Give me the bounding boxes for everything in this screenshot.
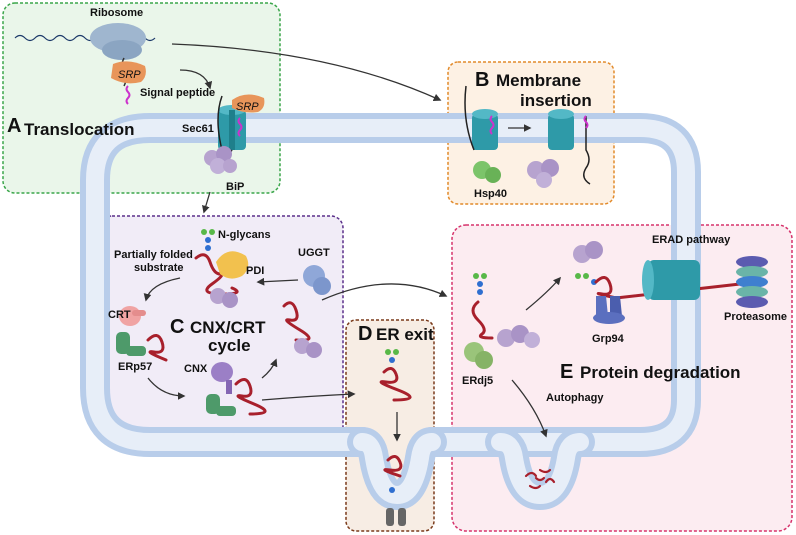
panel-d-title: ER exit <box>376 325 434 344</box>
arrow-uggt-to-substrate <box>256 277 299 286</box>
uggt-icon <box>303 265 331 295</box>
proteasome-label: Proteasome <box>724 311 787 323</box>
membrane-protein-channel-2-icon <box>548 109 574 150</box>
arrow-to-autophagy <box>511 379 548 438</box>
grp94-chaperone-icon <box>573 241 603 263</box>
membrane-insertion-signal-2 <box>583 115 589 129</box>
erdj5-icon <box>464 342 493 369</box>
srp-label-sec: SRP <box>236 101 259 113</box>
srp-icon <box>111 61 146 84</box>
misfolded-chain <box>471 300 494 340</box>
n-glycan-e-icon <box>473 273 487 295</box>
folded-chain <box>282 301 311 342</box>
erdj5-label: ERdj5 <box>462 375 493 387</box>
chaperone-c-icon <box>210 288 238 308</box>
panel-e-title: Protein degradation <box>580 363 741 382</box>
sec61-signal-peptide <box>237 117 243 137</box>
er-membrane <box>80 113 701 510</box>
arrow-ribosome-to-membrane-insertion <box>171 43 442 101</box>
grp94-label: Grp94 <box>592 333 625 345</box>
n-glycan-d-icon <box>385 349 399 363</box>
panel-a-letter: A <box>7 115 21 137</box>
cnx-label: CNX <box>184 363 208 375</box>
hsp40-icon <box>473 161 501 183</box>
arrow-bip-to-cnx-cycle <box>202 191 211 214</box>
chaperone-c2-icon <box>294 338 322 358</box>
erad-channel-icon <box>642 260 700 300</box>
grp94-icon <box>593 296 625 324</box>
pdi-label: PDI <box>246 265 264 277</box>
signal-peptide-label: Signal peptide <box>140 87 215 99</box>
substrate-chain-cnx <box>234 378 267 416</box>
n-glycans-label: N-glycans <box>218 229 271 241</box>
membrane-insertion-signal-1 <box>489 115 495 135</box>
crt-icon <box>119 306 146 326</box>
arrow-ribosome-to-sec61 <box>179 69 213 90</box>
arrow-to-erad <box>525 276 562 311</box>
arrow-cnx-to-folded <box>261 358 278 379</box>
membrane-insertion-chain-2 <box>583 116 591 185</box>
arrow-cycle-to-er-exit <box>261 390 356 401</box>
substrate-chain-crt <box>146 334 168 362</box>
bip-icon <box>204 146 237 174</box>
ribosome-icon <box>90 23 146 60</box>
arrow-erp57-to-cnx <box>147 377 186 400</box>
uggt-label: UGGT <box>298 247 330 259</box>
bip-label: BiP <box>226 181 244 193</box>
hsp40-label: Hsp40 <box>474 188 507 200</box>
cnx-icon <box>211 362 233 394</box>
signal-peptide-icon <box>125 85 131 105</box>
chaperone-b-icon <box>527 159 559 188</box>
proteasome-icon <box>736 256 768 308</box>
vesicle-cargo-chain <box>383 455 403 478</box>
erp57-cnx-icon <box>206 394 236 416</box>
panel-a-title: Translocation <box>24 120 135 139</box>
arrow-substrate-to-crt <box>143 277 181 302</box>
vesicle-icon <box>386 487 406 526</box>
arrow-cycle-to-erad <box>321 283 448 301</box>
sec61-label: Sec61 <box>182 123 214 135</box>
membrane-protein-channel-icon <box>472 109 498 150</box>
panel-e-letter: E <box>560 361 573 383</box>
chaperone-e-icon <box>497 325 540 348</box>
erp57-label: ERp57 <box>118 361 152 373</box>
panel-b-title-line2: insertion <box>520 91 592 110</box>
pdi-icon <box>216 251 249 279</box>
panel-a-box <box>2 2 281 194</box>
panel-c-title-line1: CNX/CRT <box>190 318 266 337</box>
panel-b-title-line1: Membrane <box>496 71 581 90</box>
n-glycan-icon <box>201 229 215 251</box>
erad-substrate-chain <box>594 276 742 300</box>
partially-folded-label-line2: substrate <box>134 262 184 274</box>
panel-d-letter: D <box>358 323 372 345</box>
ribosome-label: Ribosome <box>90 7 143 19</box>
srp-sec-icon <box>232 94 265 113</box>
panel-b-letter: B <box>475 69 489 91</box>
crt-label: CRT <box>108 309 131 321</box>
erad-pathway-label: ERAD pathway <box>652 234 731 246</box>
autophagosome-icon <box>524 468 556 490</box>
folded-chain-d <box>379 367 412 402</box>
srp-label-a: SRP <box>118 69 141 81</box>
panel-c-letter: C <box>170 316 184 338</box>
partially-folded-label-line1: Partially folded <box>114 249 193 261</box>
autophagy-label: Autophagy <box>546 392 604 404</box>
membrane-insertion-chain-1 <box>464 85 475 151</box>
panel-c-title-line2: cycle <box>208 336 251 355</box>
erp57-icon <box>116 332 146 356</box>
